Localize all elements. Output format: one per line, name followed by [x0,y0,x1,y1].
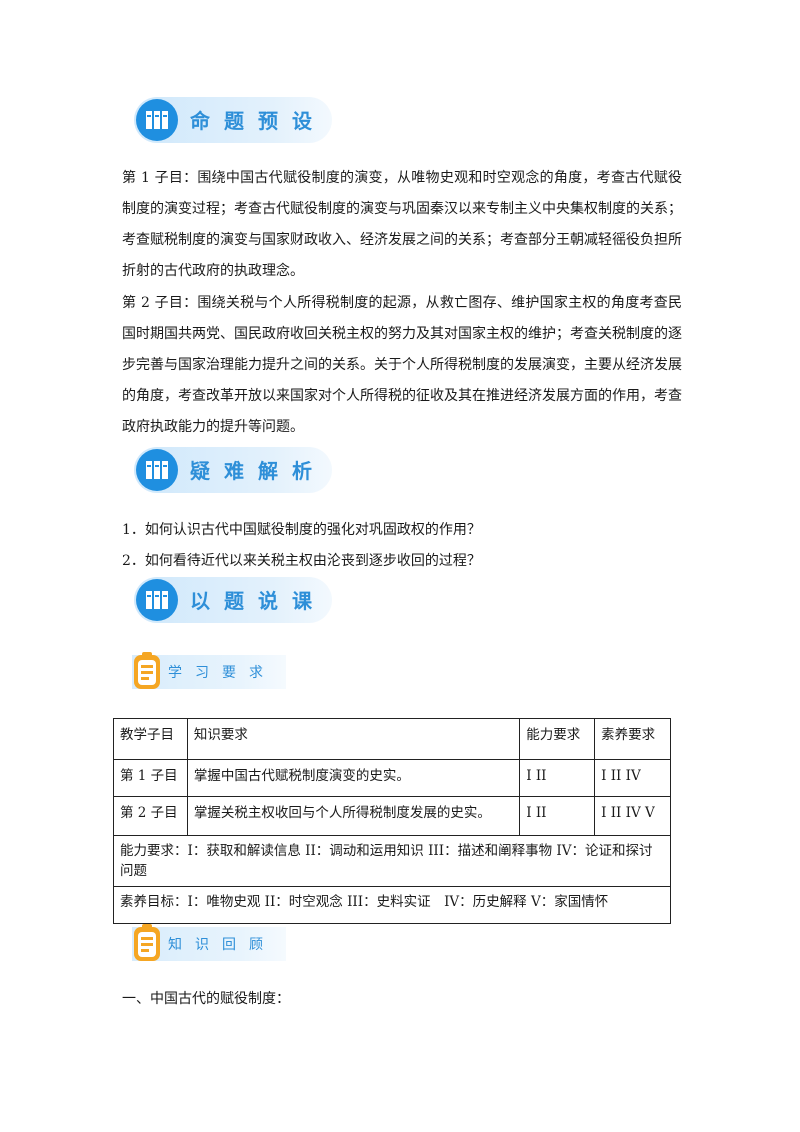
table-cell: 第 1 子目 [113,759,188,797]
table-header-cell: 素养要求 [594,718,671,760]
section-header-preset: 命题预设 [134,97,332,143]
table-row-literacy-note: 素养目标：I：唯物史观 II：时空观念 III：史料实证 IV：历史解释 V：家… [113,886,671,924]
table-row: 第 1 子目 掌握中国古代赋税制度演变的史实。 I II I II IV [113,759,671,797]
table-row-ability-note: 能力要求：I：获取和解读信息 II：调动和运用知识 III：描述和阐释事物 IV… [113,835,671,887]
table-cell: I II IV V [594,796,671,836]
clipboard-icon [132,923,162,963]
subsection-title: 学习要求 [168,665,276,681]
table-cell: 掌握关税主权收回与个人所得税制度发展的史实。 [186,796,521,836]
books-icon [136,449,178,491]
subsection-title: 知识回顾 [168,937,276,953]
question-1: 1．如何认识古代中国赋役制度的强化对巩固政权的作用？ [122,522,481,538]
question-2: 2．如何看待近代以来关税主权由沦丧到逐步收回的过程？ [122,553,481,569]
table-cell: I II IV [594,759,671,797]
table-header-cell: 能力要求 [519,718,596,760]
section-title: 以题说课 [190,589,326,613]
table-cell: I II [519,759,596,797]
table-cell: I II [519,796,596,836]
section-title: 疑难解析 [190,459,326,483]
clipboard-icon [132,651,162,691]
table-row: 第 2 子目 掌握关税主权收回与个人所得税制度发展的史实。 I II I II … [113,796,671,836]
books-icon [136,99,178,141]
subsection-header-requirements: 学习要求 [132,652,286,689]
preset-paragraph-2: 第 2 子目：围绕关税与个人所得税制度的起源，从救亡图存、维护国家主权的角度考查… [122,295,682,435]
table-cell: 掌握中国古代赋税制度演变的史实。 [186,759,521,797]
preset-paragraph-1: 第 1 子目：围绕中国古代赋役制度的演变，从唯物史观和时空观念的角度，考查古代赋… [122,170,682,279]
section-header-lesson: 以题说课 [134,577,332,623]
ability-note: 能力要求：I：获取和解读信息 II：调动和运用知识 III：描述和阐释事物 IV… [113,835,671,887]
table-header-cell: 教学子目 [113,718,188,760]
closing-heading: 一、中国古代的赋役制度： [122,991,290,1007]
table-cell: 第 2 子目 [113,796,188,836]
subsection-header-review: 知识回顾 [132,924,286,961]
table-header-cell: 知识要求 [186,718,521,760]
section-header-difficulty: 疑难解析 [134,447,332,493]
literacy-note: 素养目标：I：唯物史观 II：时空观念 III：史料实证 IV：历史解释 V：家… [113,886,671,924]
table-header-row: 教学子目 知识要求 能力要求 素养要求 [113,718,671,760]
section-title: 命题预设 [190,109,326,133]
requirements-table: 教学子目 知识要求 能力要求 素养要求 第 1 子目 掌握中国古代赋税制度演变的… [113,718,671,924]
books-icon [136,579,178,621]
